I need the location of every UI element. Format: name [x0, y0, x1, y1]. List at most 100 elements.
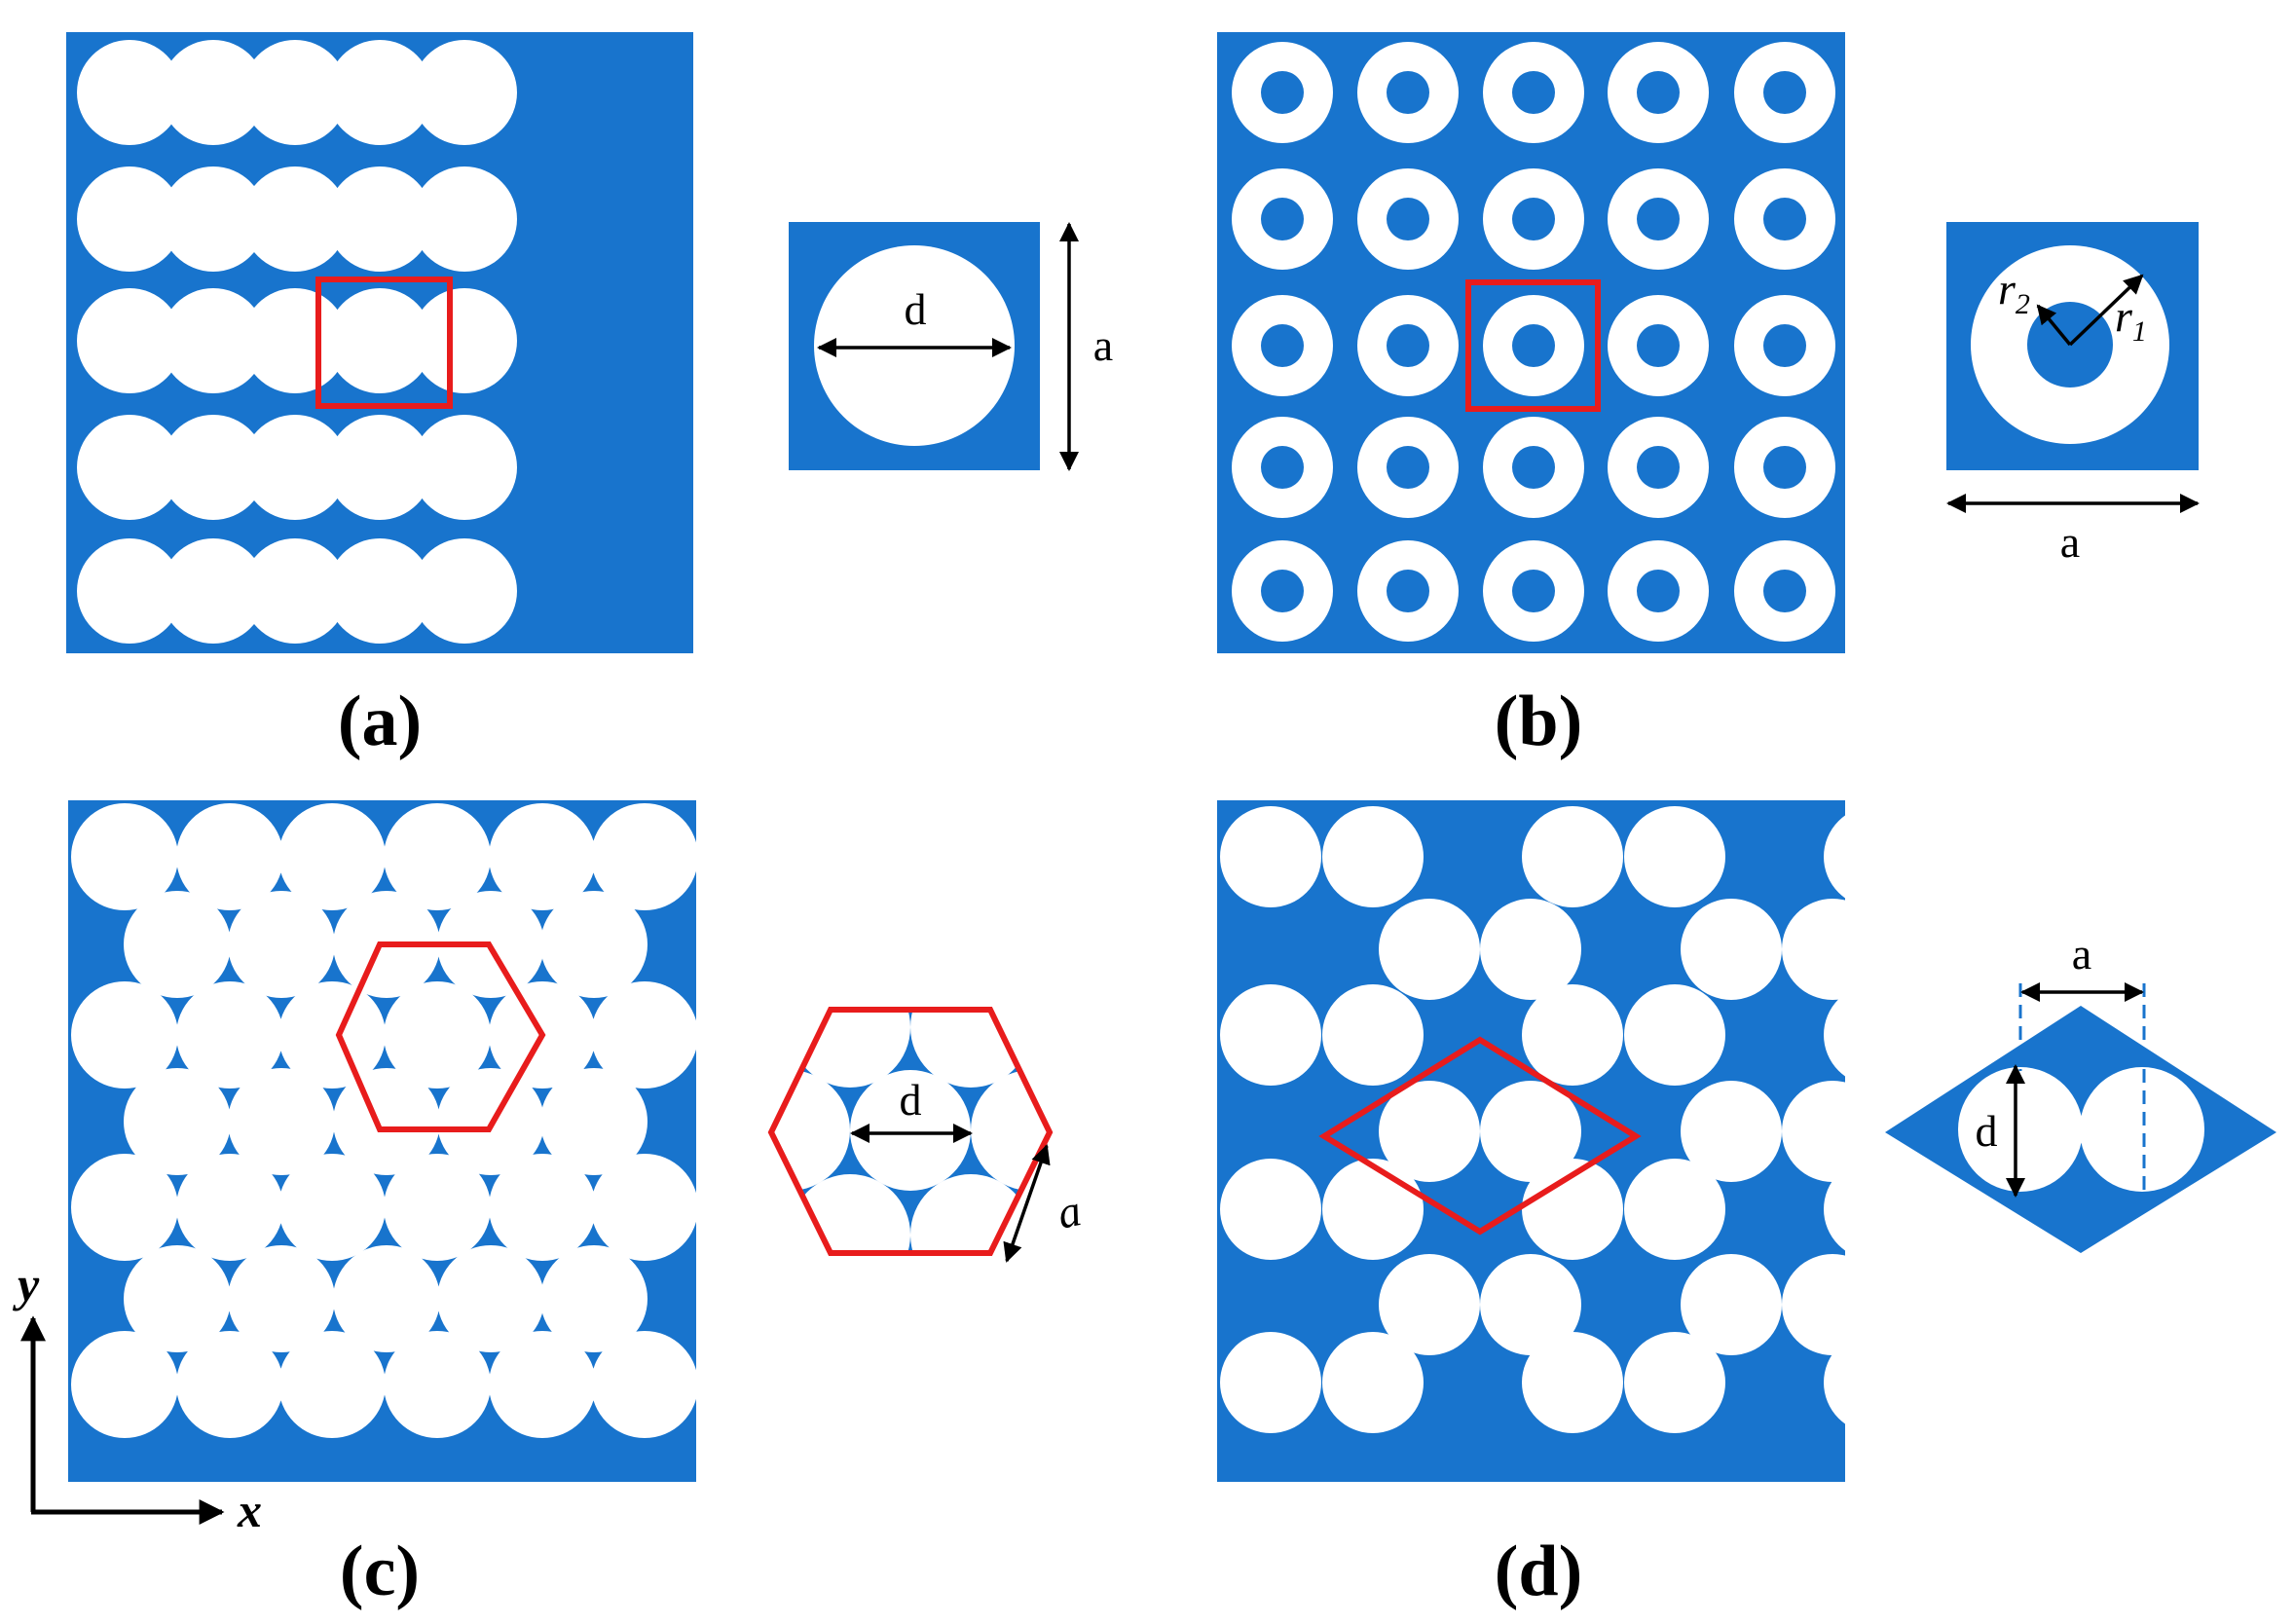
lattice-hole — [1522, 1159, 1623, 1260]
lattice-hole — [412, 538, 517, 644]
lattice-hole — [278, 1331, 386, 1438]
lattice-ring-core — [1763, 570, 1806, 612]
lattice-hole — [77, 288, 182, 393]
lattice-hole — [489, 1154, 596, 1261]
lattice-ring-core — [1763, 198, 1806, 240]
lattice-hole — [412, 40, 517, 145]
panel-c-unit-cell-hole-part — [790, 1174, 910, 1253]
lattice-ring-core — [1763, 324, 1806, 367]
lattice-hole — [1480, 1254, 1581, 1355]
panel-c-holes — [71, 803, 696, 1438]
double-arrow-icon — [2068, 274, 2144, 347]
panel-c-unit-cell-hole-part — [771, 1070, 850, 1191]
lattice-ring-core — [1387, 446, 1429, 489]
lattice-ring-core — [1261, 198, 1304, 240]
panel-b-holes — [1232, 42, 1835, 642]
lattice-hole — [384, 803, 491, 910]
panel-c-label: (c) — [340, 1532, 420, 1611]
lattice-hole — [1522, 1332, 1623, 1433]
lattice-hole — [77, 40, 182, 145]
panel-d-lattice-constant-label: a — [2072, 929, 2091, 978]
lattice-hole — [176, 981, 283, 1089]
lattice-hole — [540, 1245, 648, 1352]
lattice-hole — [1220, 1159, 1321, 1260]
lattice-hole — [591, 981, 696, 1089]
lattice-hole — [161, 415, 266, 520]
lattice-ring-core — [1763, 71, 1806, 114]
lattice-hole — [1681, 899, 1782, 1000]
panel-d-diameter-label: d — [1976, 1106, 1998, 1156]
y-axis-label: y — [13, 1257, 40, 1311]
axis-indicator: y x — [13, 1257, 262, 1537]
double-arrow-icon — [1003, 1144, 1051, 1263]
panel-a-lattice-constant-label: a — [1093, 320, 1113, 370]
lattice-ring-core — [1512, 198, 1555, 240]
lattice-hole — [242, 415, 348, 520]
lattice-hole — [278, 981, 386, 1089]
lattice-hole — [161, 538, 266, 644]
lattice-hole — [412, 166, 517, 272]
panel-a-unit-cell: d a — [789, 222, 1113, 471]
panel-b-inner-radius-label: r2 — [1998, 264, 2030, 320]
panel-b-lattice-constant-label: a — [2060, 517, 2080, 567]
lattice-hole — [71, 1331, 178, 1438]
panel-c-unit-cell-hole-part — [790, 1010, 910, 1088]
panel-a-unit-cell-hole — [814, 245, 1015, 446]
lattice-hole — [71, 803, 178, 910]
lattice-hole — [1220, 806, 1321, 907]
lattice-hole — [1782, 1081, 1845, 1182]
lattice-hole — [1782, 1254, 1845, 1355]
lattice-hole — [1480, 1081, 1581, 1182]
lattice-hole — [124, 1068, 231, 1175]
lattice-ring-core — [1637, 446, 1680, 489]
lattice-hole — [1322, 984, 1424, 1086]
lattice-ring-core — [1512, 570, 1555, 612]
lattice-ring-core — [1261, 570, 1304, 612]
lattice-ring-core — [1261, 446, 1304, 489]
lattice-hole — [242, 166, 348, 272]
lattice-hole — [591, 803, 696, 910]
lattice-hole — [412, 288, 517, 393]
panel-d: a d (d) — [1217, 800, 2276, 1611]
lattice-ring-core — [1637, 324, 1680, 367]
lattice-hole — [540, 891, 648, 998]
lattice-hole — [1480, 899, 1581, 1000]
lattice-hole — [1824, 993, 1845, 1077]
lattice-hole — [1824, 1341, 1845, 1424]
panel-d-unit-cell: a d — [1885, 929, 2276, 1253]
panel-d-unit-cell-hole — [2080, 1067, 2204, 1192]
lattice-hole — [1322, 806, 1424, 907]
lattice-hole — [228, 1245, 335, 1352]
lattice-hole — [176, 803, 283, 910]
panel-b-unit-cell-marker — [1465, 279, 1601, 412]
lattice-hole — [1379, 1254, 1480, 1355]
lattice-hole — [591, 1154, 696, 1261]
lattice-hole — [384, 1331, 491, 1438]
lattice-ring-core — [1637, 570, 1680, 612]
lattice-hole — [1220, 984, 1321, 1086]
panel-b-outer-radius-label: r1 — [2115, 291, 2147, 348]
lattice-hole — [327, 538, 432, 644]
panel-a: d a (a) — [66, 32, 1113, 761]
lattice-hole — [71, 1154, 178, 1261]
panel-b-label: (b) — [1495, 682, 1582, 761]
lattice-hole — [489, 1331, 596, 1438]
lattice-ring-core — [1512, 71, 1555, 114]
panel-c-unit-cell-hole-part — [910, 1010, 1031, 1088]
lattice-hole — [161, 40, 266, 145]
lattice-hole — [124, 891, 231, 998]
panel-d-holes — [1220, 806, 1845, 1433]
lattice-hole — [333, 1068, 440, 1175]
lattice-hole — [228, 891, 335, 998]
panel-c-diameter-label: d — [900, 1075, 922, 1125]
lattice-ring-core — [1387, 71, 1429, 114]
lattice-hole — [437, 1245, 544, 1352]
lattice-ring-core — [1637, 71, 1680, 114]
panel-a-diameter-label: d — [905, 284, 927, 334]
panel-c-lattice-constant-label: a — [1053, 1185, 1085, 1238]
lattice-hole — [1220, 1332, 1321, 1433]
lattice-hole — [333, 1245, 440, 1352]
lattice-ring-core — [1387, 198, 1429, 240]
panel-a-label: (a) — [338, 682, 422, 761]
